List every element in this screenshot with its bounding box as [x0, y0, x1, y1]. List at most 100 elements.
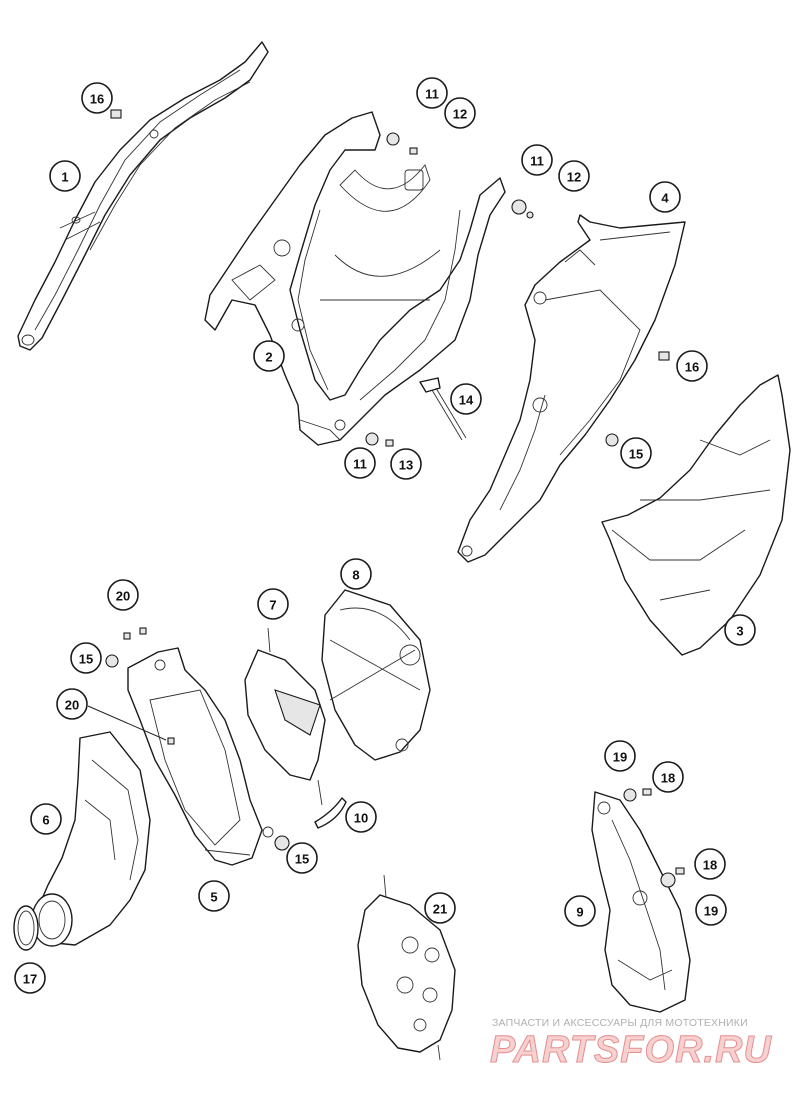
callout-circle: [390, 448, 422, 480]
callout-2: 2: [253, 340, 285, 372]
callout-20a: 20: [107, 579, 139, 611]
callout-number: 15: [295, 852, 309, 867]
callout-11b: 11: [521, 144, 553, 176]
part-8-filter-cage: [321, 589, 431, 761]
callout-number: 6: [42, 813, 49, 828]
callout-number: 2: [265, 350, 272, 365]
callout-19a: 19: [604, 740, 636, 772]
fastener-group: [105, 109, 685, 888]
callout-number: 11: [530, 154, 544, 169]
callout-circle: [344, 447, 376, 479]
callout-number: 11: [425, 87, 439, 102]
callout-number: 12: [567, 170, 581, 185]
callout-16b: 16: [676, 350, 708, 382]
callout-circle: [14, 962, 46, 994]
callout-18b: 18: [694, 848, 726, 880]
callout-number: 7: [269, 598, 276, 613]
callout-circle: [257, 588, 289, 620]
callout-circle: [694, 848, 726, 880]
part-4-side-panel: [457, 214, 686, 563]
part-14-rod: [419, 377, 467, 441]
callout-circle: [444, 97, 476, 129]
part-7-filter-support: [244, 627, 326, 806]
callout-circle: [695, 894, 727, 926]
callout-circle: [724, 614, 756, 646]
callout-12b: 12: [558, 160, 590, 192]
callout-circle: [286, 842, 318, 874]
callout-circle: [416, 77, 448, 109]
callout-circle: [558, 160, 590, 192]
callout-number: 15: [629, 447, 643, 462]
callout-number: 9: [576, 905, 583, 920]
part-6-intake-boot: [31, 731, 151, 947]
callout-number: 15: [79, 652, 93, 667]
callout-number: 10: [354, 811, 368, 826]
callout-13: 13: [390, 448, 422, 480]
callout-number: 19: [704, 904, 718, 919]
callout-1: 1: [49, 160, 81, 192]
callout-circle: [107, 579, 139, 611]
callout-9: 9: [564, 895, 596, 927]
callout-number: 8: [352, 568, 359, 583]
callout-11a: 11: [416, 77, 448, 109]
callout-circle: [56, 688, 88, 720]
callout-number: 21: [433, 902, 447, 917]
part-2-airbox-frame: [204, 111, 506, 446]
callout-number: 16: [685, 360, 699, 375]
callout-21: 21: [424, 892, 456, 924]
leader-lines: [87, 705, 167, 741]
callout-12a: 12: [444, 97, 476, 129]
callout-16a: 16: [81, 82, 113, 114]
callout-number: 16: [90, 92, 104, 107]
callout-15a: 15: [620, 437, 652, 469]
callout-11c: 11: [344, 447, 376, 479]
callout-circle: [564, 895, 596, 927]
callout-number: 20: [116, 589, 130, 604]
callout-14: 14: [450, 383, 482, 415]
part-9-side-shield: [591, 791, 691, 1013]
part-17-clamp: [13, 905, 39, 951]
callout-number: 3: [736, 624, 743, 639]
callout-10: 10: [345, 801, 377, 833]
callout-number: 19: [613, 750, 627, 765]
callout-number: 11: [353, 457, 367, 472]
part-10-clip: [314, 797, 347, 829]
callout-number: 13: [399, 458, 413, 473]
callout-5: 5: [198, 880, 230, 912]
callout-circle: [49, 160, 81, 192]
callout-circle: [340, 558, 372, 590]
callout-circle: [450, 383, 482, 415]
callout-circle: [81, 82, 113, 114]
callout-8: 8: [340, 558, 372, 590]
callout-number: 12: [453, 107, 467, 122]
callout-circle: [604, 740, 636, 772]
part-1-trim-strip: [17, 41, 269, 351]
callout-circle: [652, 761, 684, 793]
part-21-air-filter: [357, 874, 456, 1061]
callout-number: 17: [23, 972, 37, 987]
callout-17: 17: [14, 962, 46, 994]
callout-number: 18: [661, 771, 675, 786]
callout-circle: [676, 350, 708, 382]
callout-circle: [424, 892, 456, 924]
callout-circle: [253, 340, 285, 372]
callout-number: 5: [210, 890, 217, 905]
callout-6: 6: [30, 803, 62, 835]
callout-circle: [521, 144, 553, 176]
callout-15c: 15: [286, 842, 318, 874]
callout-20b: 20: [56, 688, 88, 720]
callout-circle: [649, 181, 681, 213]
callout-19b: 19: [695, 894, 727, 926]
callout-number: 20: [65, 698, 79, 713]
callout-circle: [70, 642, 102, 674]
callout-number: 4: [661, 191, 669, 206]
callout-circle: [345, 801, 377, 833]
callout-number: 18: [703, 858, 717, 873]
callout-4: 4: [649, 181, 681, 213]
callout-circle: [198, 880, 230, 912]
part-3-side-cover: [601, 374, 791, 656]
watermark-subtitle: ЗАПЧАСТИ И АКСЕССУАРЫ ДЛЯ МОТОТЕХНИКИ: [492, 1017, 748, 1029]
callout-number: 1: [61, 170, 68, 185]
